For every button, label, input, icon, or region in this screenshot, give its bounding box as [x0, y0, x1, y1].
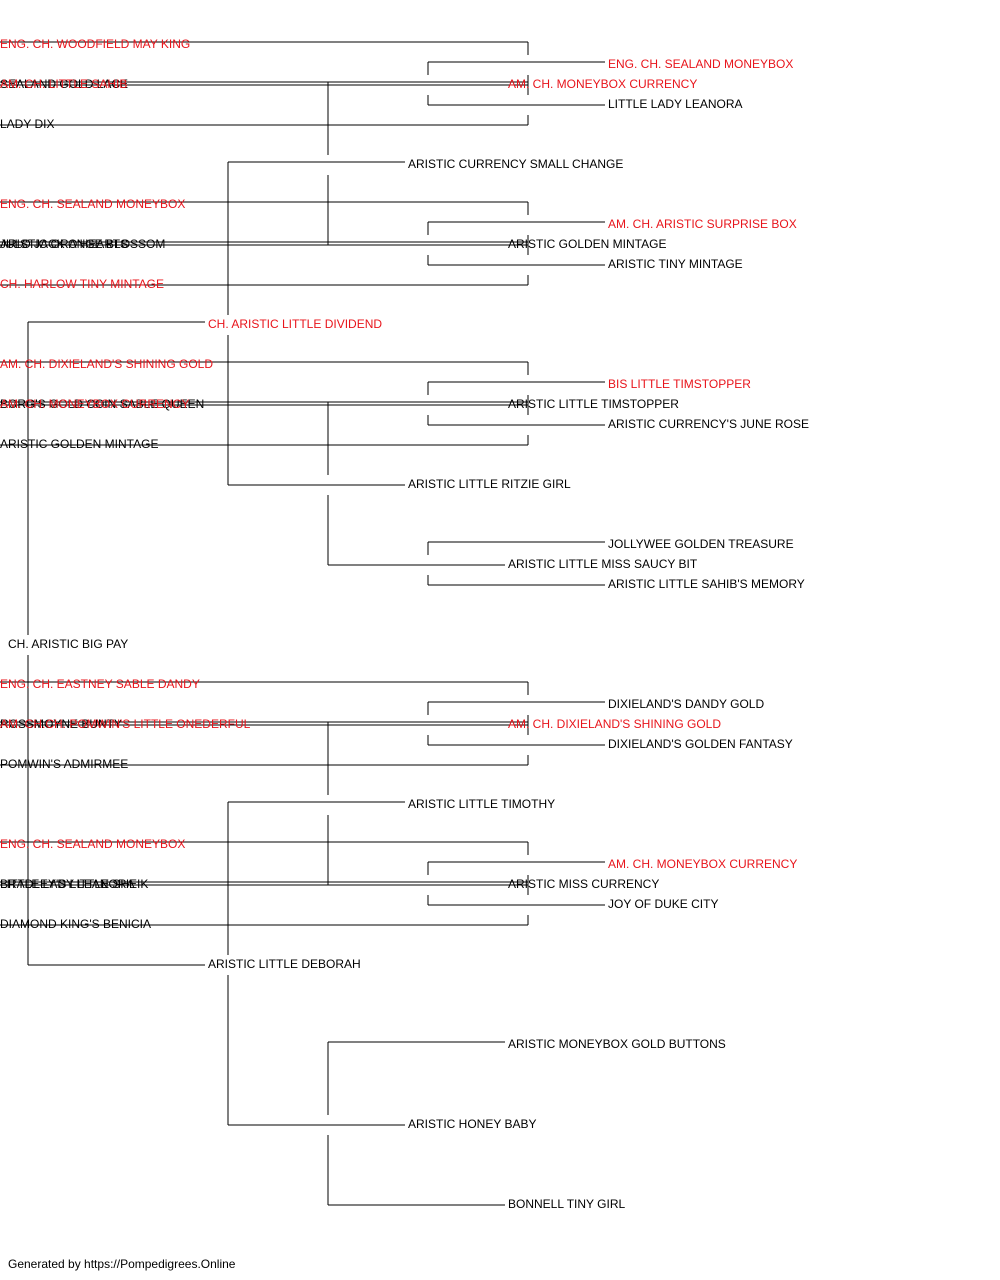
pedigree-entry-gen5: ROSSMOYNE BUNTY [0, 717, 123, 731]
pedigree-entry-gen5: CH. HARLOW TINY MINTAGE [0, 277, 165, 291]
generated-by-footer: Generated by https://Pompedigrees.Online [8, 1257, 236, 1271]
pedigree-entry-gen4: ARISTIC LITTLE SAHIB'S MEMORY [608, 577, 805, 591]
pedigree-entry-gen5: ENG. CH. SEALAND MONEYBOX [0, 837, 186, 851]
pedigree-entry-gen5: ENG. CH. SEALAND MONEYBOX [0, 197, 186, 211]
pedigree-entry-gen5: ARISTIC ORANGE BLOSSOM [0, 237, 166, 251]
pedigree-entry-gen2: ARISTIC HONEY BABY [408, 1117, 537, 1131]
pedigree-entry-gen5: ENG. CH. EASTNEY SABLE DANDY [0, 677, 200, 691]
pedigree-entry-gen2: ARISTIC LITTLE RITZIE GIRL [408, 477, 571, 491]
pedigree-entry-gen3: AM. CH. DIXIELAND'S SHINING GOLD [508, 717, 721, 731]
pedigree-entry-gen4: ARISTIC TINY MINTAGE [608, 257, 743, 271]
pedigree-entry-gen3: ARISTIC MISS CURRENCY [508, 877, 660, 891]
pedigree-entry-gen4: JOY OF DUKE CITY [608, 897, 719, 911]
pedigree-entry-gen5: AM. CH. DIXIELAND'S SHINING GOLD [0, 357, 213, 371]
pedigree-entry-gen5: POMWIN'S ADMIRMEE [0, 757, 129, 771]
pedigree-entry-gen1: CH. ARISTIC LITTLE DIVIDEND [208, 317, 383, 331]
pedigree-entry-gen4: AM. CH. MONEYBOX CURRENCY [608, 857, 798, 871]
pedigree-entry-gen3: ARISTIC LITTLE TIMSTOPPER [508, 397, 679, 411]
pedigree-entry-gen5: AM. CH. LITTLE SAHIB [0, 77, 128, 91]
pedigree-entry-gen2: ARISTIC LITTLE TIMOTHY [408, 797, 556, 811]
pedigree-entry-gen0: CH. ARISTIC BIG PAY [8, 637, 129, 651]
pedigree-entry-gen5: AM. CH.CH. POMWIN'S LITTLE ONEDERFUL [0, 717, 251, 731]
pedigree-entry-gen4: AM. CH. ARISTIC SURPRISE BOX [608, 217, 797, 231]
pedigree-entry-gen2: ARISTIC CURRENCY SMALL CHANGE [408, 157, 624, 171]
pedigree-entry-gen4: JOLLYWEE GOLDEN TREASURE [608, 537, 794, 551]
pedigree-entry-gen5: LADY DIX [0, 117, 55, 131]
pedigree-entry-gen5: SEALAND GOLD LACE [0, 77, 129, 91]
pedigree-entry-gen4: BIS LITTLE TIMSTOPPER [608, 377, 751, 391]
pedigree-entry-gen4: DIXIELAND'S GOLDEN FANTASY [608, 737, 793, 751]
pedigree-entry-gen5: DIAMOND KING'S BENICIA [0, 917, 151, 931]
pedigree-entry-gen5: AM. CH. MONEYBOX CURRENCY [0, 397, 190, 411]
pedigree-entry-gen5: ENG. CH. WOODFIELD MAY KING [0, 37, 191, 51]
pedigree-entry-gen1: ARISTIC LITTLE DEBORAH [208, 957, 361, 971]
pedigree-entry-gen4: ARISTIC CURRENCY'S JUNE ROSE [608, 417, 809, 431]
pedigree-entry-gen3: ARISTIC LITTLE MISS SAUCY BIT [508, 557, 698, 571]
pedigree-entry-gen3: ARISTIC GOLDEN MINTAGE [508, 237, 667, 251]
pedigree-entry-gen4: DIXIELAND'S DANDY GOLD [608, 697, 765, 711]
pedigree-entry-gen3: ARISTIC MONEYBOX GOLD BUTTONS [508, 1037, 726, 1051]
pedigree-entry-gen3: AM. CH. MONEYBOX CURRENCY [508, 77, 698, 91]
pedigree-entry-gen4: ENG. CH. SEALAND MONEYBOX [608, 57, 794, 71]
pedigree-entry-gen4: LITTLE LADY LEANORA [608, 97, 743, 111]
pedigree-entry-gen5: ARISTIC GOLDEN MINTAGE [0, 437, 159, 451]
pedigree-entry-gen3: BONNELL TINY GIRL [508, 1197, 626, 1211]
pedigree-entry-gen5: LITTLE LADY LEANORA [0, 877, 135, 891]
pedigree-entry-gen5: BORG'S GOLD COIN SABLE QUEEN [0, 397, 205, 411]
pedigree-entry-gen5: BRADLEY'S LITTLE SHEIK [0, 877, 149, 891]
pedigree-entry-gen5: JULO JACK O'HEARTS [0, 237, 129, 251]
